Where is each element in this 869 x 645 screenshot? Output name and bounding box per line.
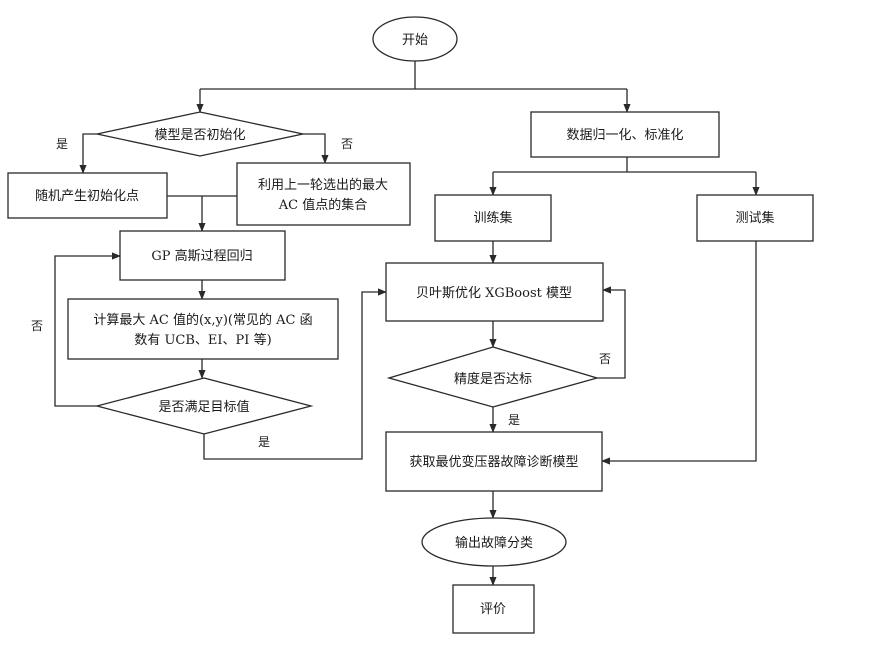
test-set-box: 测试集: [696, 194, 814, 242]
edge-init-no: [303, 133, 329, 164]
reuse-label-line2: AC 值点的集合: [278, 197, 367, 213]
evaluate-box: 评价: [452, 584, 535, 634]
target-yes-label: 是: [258, 435, 270, 449]
reuse-label-line1: 利用上一轮选出的最大: [258, 177, 388, 193]
precision-decision: 精度是否达标: [386, 346, 600, 408]
normalize-label: 数据归一化、标准化: [566, 128, 683, 143]
output-node: 输出故障分类: [421, 517, 567, 567]
start-label: 开始: [402, 33, 428, 48]
connectors: [54, 61, 760, 586]
edge-precision-no: [597, 286, 626, 379]
random-init-box: 随机产生初始化点: [7, 172, 168, 219]
edge-init-yes: [79, 133, 97, 174]
target-label: 是否满足目标值: [158, 399, 249, 415]
precision-no-label: 否: [599, 352, 611, 366]
start-node: 开始: [372, 16, 458, 62]
precision-label: 精度是否达标: [454, 371, 532, 387]
normalize-box: 数据归一化、标准化: [530, 111, 720, 158]
precision-yes-label: 是: [508, 413, 520, 427]
bayes-opt-label: 贝叶斯优化 XGBoost 模型: [416, 286, 572, 301]
init-yes-label: 是: [56, 137, 68, 151]
calc-label-line2: 数有 UCB、EI、PI 等): [134, 332, 271, 348]
model-init-label: 模型是否初始化: [154, 128, 245, 143]
edge-test-best: [601, 241, 757, 465]
target-no-label: 否: [31, 319, 43, 333]
model-init-decision: 模型是否初始化: [96, 111, 304, 157]
target-decision: 是否满足目标值: [94, 377, 314, 435]
bayes-opt-box: 贝叶斯优化 XGBoost 模型: [385, 262, 604, 322]
best-model-label: 获取最优变压器故障诊断模型: [409, 454, 578, 470]
calc-ac-box: 计算最大 AC 值的(x,y)(常见的 AC 函 数有 UCB、EI、PI 等): [67, 298, 339, 360]
edge-target-no: [54, 252, 121, 407]
calc-label-line1: 计算最大 AC 值的(x,y)(常见的 AC 函: [93, 312, 312, 328]
random-init-label: 随机产生初始化点: [35, 189, 139, 204]
train-set-label: 训练集: [473, 210, 512, 226]
evaluate-label: 评价: [480, 602, 506, 617]
output-label: 输出故障分类: [455, 535, 533, 551]
test-set-label: 测试集: [735, 210, 774, 226]
gp-box: GP 高斯过程回归: [119, 230, 286, 281]
reuse-points-box: 利用上一轮选出的最大 AC 值点的集合: [236, 162, 411, 226]
train-set-box: 训练集: [434, 194, 552, 242]
best-model-box: 获取最优变压器故障诊断模型: [385, 431, 603, 492]
init-no-label: 否: [341, 137, 353, 151]
edge-target-yes: [203, 288, 387, 460]
gp-label: GP 高斯过程回归: [151, 248, 252, 264]
